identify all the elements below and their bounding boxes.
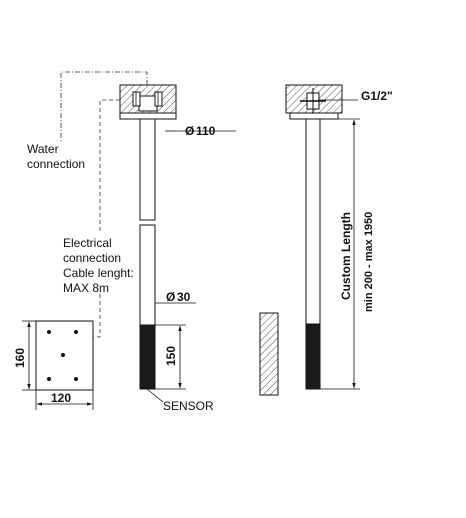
water-label-1: Water	[27, 142, 59, 156]
dim-diameter-110: Ø 110	[165, 124, 236, 138]
side-pipe	[305, 118, 321, 325]
thread-label: G1/2"	[361, 89, 393, 103]
dim-diameter-30: Ø 30	[155, 290, 196, 304]
pipe-lower	[139, 224, 156, 326]
custom-length-label: Custom Length	[339, 212, 353, 300]
pipe-upper	[139, 118, 156, 221]
elec-label-1: Electrical	[63, 236, 112, 250]
dim-160-value: 160	[13, 348, 27, 368]
side-view: G1/2" Custom Length min 200 - max 1950	[259, 84, 393, 396]
dim-150-value: 150	[164, 346, 178, 366]
dim-box-160: 160	[13, 320, 36, 391]
elec-label-2: connection	[63, 251, 121, 265]
front-view: Ø 110 Ø 30 150 SENSOR	[119, 84, 236, 413]
elec-label-4: MAX 8m	[63, 281, 109, 295]
dim-120-value: 120	[51, 391, 71, 405]
dim-box-120: 120	[35, 390, 94, 410]
valve-body	[132, 91, 163, 112]
dia-110-value: 110	[196, 124, 216, 138]
dia-30-symbol: Ø	[166, 290, 175, 304]
electrical-connection-line	[99, 99, 120, 232]
electrical-connection-line-lower	[93, 294, 101, 338]
wall-section	[259, 312, 279, 396]
dim-custom-length: Custom Length min 200 - max 1950	[320, 118, 375, 390]
side-flange	[289, 112, 339, 120]
ceiling-flange	[119, 112, 177, 120]
elec-label-3: Cable lenght:	[63, 266, 134, 280]
sensor-leader: SENSOR	[146, 388, 214, 413]
dia-110-symbol: Ø	[185, 124, 194, 138]
side-valve	[300, 88, 326, 113]
side-sensor	[305, 323, 321, 390]
dia-30-value: 30	[177, 290, 191, 304]
sensor-label: SENSOR	[163, 399, 214, 413]
dim-sensor-150: 150	[155, 324, 186, 390]
sensor-body	[139, 324, 156, 390]
water-label-2: connection	[27, 157, 85, 171]
junction-box	[35, 320, 94, 391]
custom-length-range: min 200 - max 1950	[363, 212, 375, 312]
water-connection-line	[60, 71, 148, 141]
